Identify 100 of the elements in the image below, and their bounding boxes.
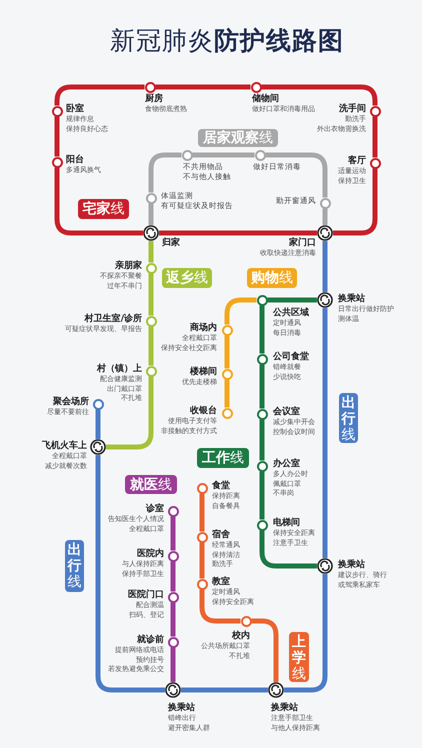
metro-line <box>284 574 328 692</box>
metro-line <box>148 241 154 262</box>
metro-line <box>224 380 230 408</box>
metro-line <box>260 420 264 460</box>
station-name: 医院门口 <box>128 590 164 601</box>
station-name: 电梯间 <box>273 518 301 529</box>
station-name: 飞机火车上 <box>42 441 87 452</box>
metro-line <box>266 152 328 198</box>
metro-line <box>322 241 328 292</box>
station-name: 校内 <box>232 631 250 642</box>
metro-line <box>148 204 154 225</box>
station-name: 亲朋家 <box>115 261 142 272</box>
metro-line <box>260 306 264 354</box>
station-dot <box>256 408 268 420</box>
metro-line <box>96 455 165 692</box>
station-name: 阳台 <box>66 155 85 166</box>
metro-line <box>200 494 204 532</box>
station-dot <box>168 592 178 602</box>
transfer-station <box>90 439 106 455</box>
station-name: 换乘站 <box>338 294 366 305</box>
station-dot <box>168 550 178 562</box>
station-dot <box>196 532 208 542</box>
metro-line <box>170 516 176 550</box>
station-name: 换乘站 <box>338 560 366 571</box>
station-name: 会议室 <box>273 407 301 418</box>
metro-line <box>262 84 378 106</box>
metro-line <box>148 326 154 366</box>
line-name-badge: 居家观察线 <box>198 129 278 147</box>
station-name: 村卫生室/诊所 <box>84 314 142 325</box>
line-name-badge: 宅家线 <box>78 199 129 219</box>
metro-line <box>260 472 264 520</box>
transfer-station <box>317 558 333 574</box>
metro-line <box>322 308 328 558</box>
station-name: 收银台 <box>190 406 217 417</box>
metro-line <box>106 376 154 450</box>
station-dot <box>250 82 262 92</box>
line-name-badge: 上学线 <box>289 632 309 682</box>
station-dot <box>144 82 156 92</box>
metro-line <box>96 410 100 439</box>
line-name-badge: 工作线 <box>197 448 249 468</box>
metro-line <box>148 152 182 192</box>
station-dot <box>256 294 268 306</box>
station-name: 公共区域 <box>273 308 309 319</box>
station-name: 聚会场所 <box>53 397 89 408</box>
metro-line <box>54 116 60 156</box>
station-dot <box>240 616 252 626</box>
metro-line <box>159 230 317 236</box>
metro-line <box>260 530 317 568</box>
station-name: 换乘站 <box>168 703 196 714</box>
station-dot <box>146 316 156 326</box>
station-name: 厨房 <box>145 94 164 105</box>
metro-line <box>224 298 256 324</box>
line-name-badge: 就医线 <box>125 475 177 494</box>
metro-line <box>252 618 278 682</box>
title: 新冠肺炎防护线路图 <box>110 25 344 57</box>
station-name: 就诊前 <box>137 635 164 646</box>
transfer-station <box>317 225 333 241</box>
station-name: 换乘站 <box>271 703 299 714</box>
station-dot <box>182 150 192 160</box>
line-name-badge: 购物线 <box>247 268 297 288</box>
station-dot <box>92 398 104 410</box>
station-name: 教室 <box>212 577 231 588</box>
line-name-badge: 出行线 <box>339 393 358 443</box>
station-dot <box>320 198 330 208</box>
metro-line <box>192 152 254 158</box>
station-dot <box>52 106 62 116</box>
metro-line <box>54 168 143 236</box>
line-name-badge: 返乡线 <box>162 268 212 288</box>
station-name: 医院内 <box>137 549 164 560</box>
station-name: 宿舍 <box>212 530 231 541</box>
metro-line <box>200 542 204 578</box>
station-dot <box>256 354 268 364</box>
station-dot <box>52 156 62 168</box>
station-name: 归家 <box>162 238 180 249</box>
station-dot <box>370 106 380 116</box>
metro-line <box>170 562 176 592</box>
metro-line <box>372 116 378 158</box>
station-dot <box>256 520 268 530</box>
metro-line <box>170 648 176 682</box>
station-name: 楼梯间 <box>190 367 217 378</box>
station-dot <box>222 368 232 380</box>
station-name: 卧室 <box>66 104 85 115</box>
metro-line <box>156 84 250 90</box>
station-dot <box>146 262 156 274</box>
metro-line <box>333 168 378 236</box>
line-name-badge: 出行线 <box>65 540 84 592</box>
station-dot <box>222 408 232 418</box>
transfer-station <box>268 682 284 698</box>
metro-line <box>181 688 268 692</box>
station-name: 诊室 <box>146 504 164 515</box>
station-dot <box>196 482 208 494</box>
station-name: 客厅 <box>348 156 366 167</box>
station-dot <box>254 150 266 160</box>
transfer-station <box>143 225 159 241</box>
station-dot <box>370 158 380 168</box>
metro-line <box>224 336 230 368</box>
station-name: 储物间 <box>252 94 280 105</box>
metro-line <box>322 208 328 225</box>
station-dot <box>168 636 178 648</box>
station-dot <box>222 324 232 336</box>
